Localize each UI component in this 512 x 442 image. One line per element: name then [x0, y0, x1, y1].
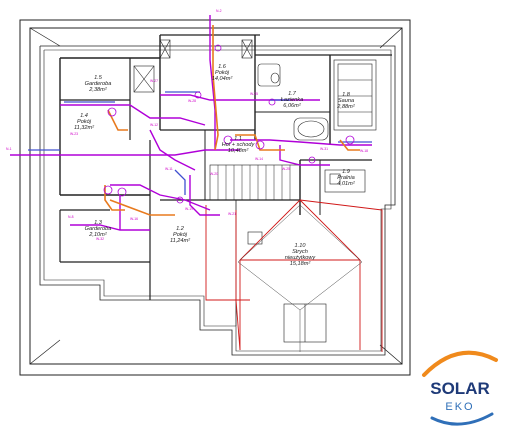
svg-text:W-20: W-20	[210, 172, 218, 176]
svg-text:W-16: W-16	[130, 217, 138, 221]
svg-text:Strych: Strych	[292, 249, 308, 255]
svg-text:W-28: W-28	[188, 99, 196, 103]
svg-text:1.4: 1.4	[80, 113, 88, 119]
svg-text:11,32m²: 11,32m²	[74, 125, 95, 131]
logo-brand: SOLAR	[430, 379, 490, 398]
svg-text:W-23: W-23	[70, 132, 78, 136]
svg-text:Pralnia: Pralnia	[337, 175, 354, 181]
diffusers	[103, 44, 355, 204]
roof-hatch	[237, 204, 363, 352]
svg-text:W-32: W-32	[96, 237, 104, 241]
svg-text:1.8: 1.8	[342, 92, 351, 98]
solar-eko-logo: SOLAR EKO	[422, 350, 498, 426]
svg-text:Pokój: Pokój	[173, 232, 188, 238]
svg-text:N-8: N-8	[68, 215, 74, 219]
fixtures	[133, 39, 377, 343]
walls	[19, 19, 411, 376]
svg-text:11,24m²: 11,24m²	[170, 238, 191, 244]
svg-text:W-27: W-27	[150, 79, 158, 83]
svg-text:2,88m²: 2,88m²	[336, 104, 356, 110]
svg-text:Garderoba: Garderoba	[85, 226, 112, 232]
svg-text:1.3: 1.3	[94, 220, 103, 226]
room-1-10: 1.10 Strych nieużytkowy 15,18m²	[285, 243, 317, 267]
room-1-6: 1.6 Pokój 14,04m²	[212, 64, 234, 82]
svg-text:4,01m²: 4,01m²	[337, 181, 356, 187]
logo-sub: EKO	[445, 401, 474, 413]
room-1-7: 1.7 Łazienka 6,06m²	[281, 91, 303, 109]
svg-text:2,10m²: 2,10m²	[88, 232, 108, 238]
room-1-8: 1.8 Sauna 2,88m²	[336, 92, 356, 110]
svg-text:Pokój: Pokój	[215, 70, 230, 76]
svg-text:W-11: W-11	[165, 167, 173, 171]
logo-arc-blue-icon	[430, 412, 494, 426]
svg-text:2,38m²: 2,38m²	[88, 87, 108, 93]
svg-text:10,48m²: 10,48m²	[228, 148, 250, 154]
svg-text:Pokój: Pokój	[77, 119, 92, 125]
svg-text:1.7: 1.7	[288, 91, 297, 97]
svg-text:1.9: 1.9	[342, 169, 350, 175]
svg-text:W-35: W-35	[250, 92, 258, 96]
svg-text:1.5: 1.5	[94, 75, 103, 81]
svg-text:N-2: N-2	[216, 9, 222, 13]
duct-tags: N-2 N-1 W-23 W-12 W-28 W-35 W-14 W-31 W-…	[6, 9, 368, 241]
svg-text:14,04m²: 14,04m²	[212, 76, 234, 82]
svg-text:1.1: 1.1	[234, 136, 242, 142]
svg-text:W-19: W-19	[185, 207, 193, 211]
svg-text:W-18: W-18	[360, 149, 368, 153]
svg-text:6,06m²: 6,06m²	[283, 103, 302, 109]
svg-text:Łazienka: Łazienka	[281, 97, 303, 103]
room-1-2: 1.2 Pokój 11,24m²	[170, 226, 191, 244]
svg-text:1.2: 1.2	[176, 226, 185, 232]
room-1-1: 1.1 Hol + schody 10,48m²	[222, 136, 256, 154]
room-1-4: 1.4 Pokój 11,32m²	[74, 113, 95, 131]
svg-text:1.6: 1.6	[218, 64, 227, 70]
svg-text:Sauna: Sauna	[338, 98, 354, 104]
svg-text:W-12: W-12	[150, 123, 158, 127]
roof-outline	[205, 199, 383, 352]
room-1-9: 1.9 Pralnia 4,01m²	[337, 169, 356, 187]
svg-text:N-1: N-1	[6, 147, 12, 151]
room-1-3: 1.3 Garderoba 2,10m²	[85, 220, 112, 238]
svg-text:W-31: W-31	[320, 147, 328, 151]
svg-text:Garderoba: Garderoba	[85, 81, 112, 87]
svg-text:W-14: W-14	[255, 157, 263, 161]
room-1-5: 1.5 Garderoba 2,38m²	[85, 75, 112, 93]
ducts-magenta	[10, 15, 372, 231]
svg-text:1.10: 1.10	[295, 243, 307, 249]
svg-text:W-25: W-25	[282, 167, 290, 171]
ducts-blue	[28, 91, 372, 195]
logo-arc-orange-icon	[422, 350, 498, 377]
svg-text:15,18m²: 15,18m²	[290, 261, 312, 267]
svg-text:Hol + schody: Hol + schody	[222, 142, 256, 148]
svg-text:W-21: W-21	[228, 212, 236, 216]
svg-text:nieużytkowy: nieużytkowy	[285, 255, 317, 261]
